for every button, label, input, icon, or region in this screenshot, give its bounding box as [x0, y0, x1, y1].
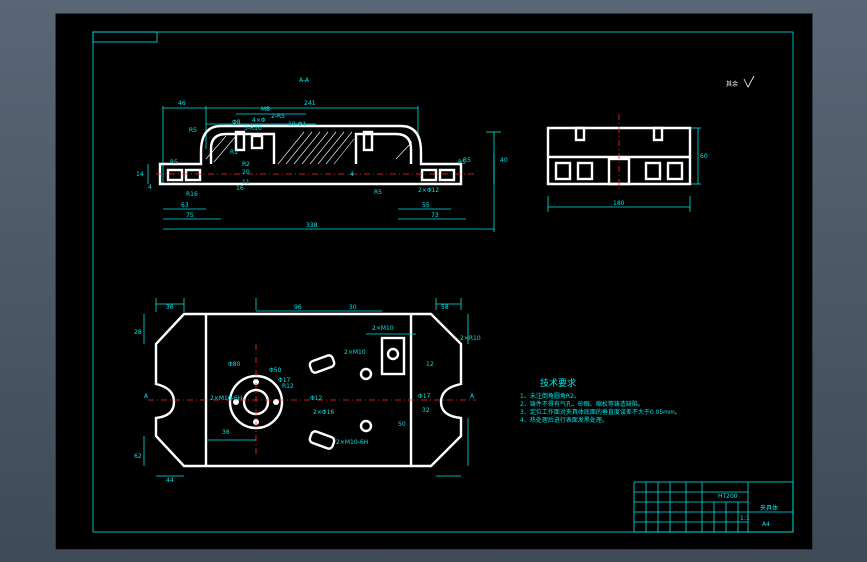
svg-text:R5: R5 — [170, 159, 178, 166]
svg-text:Φ17: Φ17 — [278, 377, 291, 384]
frame-label-box — [92, 31, 158, 43]
svg-text:R5: R5 — [463, 157, 471, 164]
upper-dimension-lines — [147, 106, 501, 232]
svg-text:2×R10: 2×R10 — [460, 335, 481, 342]
svg-text:A: A — [470, 393, 475, 400]
svg-text:4×Φ: 4×Φ — [252, 117, 266, 124]
tech-req-title: 技术要求 — [540, 377, 576, 389]
upper-dim-texts: 46 241 R5 M8 2-R5 Φ8 10-Φ1 3-R10 4×Φ R1 … — [136, 100, 508, 229]
svg-text:4: 4 — [350, 171, 354, 178]
svg-text:A: A — [144, 393, 149, 400]
svg-text:50: 50 — [398, 421, 406, 428]
svg-text:Φ12: Φ12 — [310, 395, 323, 402]
svg-text:Φ80: Φ80 — [228, 361, 241, 368]
plan-dim-texts: 36 96 30 58 2×M10 Φ80 Φ50 Φ17 R12 2×M10 … — [134, 304, 481, 484]
svg-text:2×Φ12: 2×Φ12 — [418, 187, 439, 194]
tech-req-item: 2、铸件不得有气孔、砂眼、缩松等铸造缺陷。 — [520, 400, 644, 408]
plan-view — [148, 312, 476, 468]
svg-text:M8: M8 — [261, 106, 270, 113]
tech-req-item: 3、定位工作面对夹具体底面的垂直度误差不大于0.05mm。 — [520, 408, 681, 416]
svg-text:R5: R5 — [374, 189, 382, 196]
svg-text:R2: R2 — [242, 161, 250, 168]
upper-hatching — [205, 131, 413, 165]
title-block: HT200 夹具体 1:1 A4 — [633, 481, 794, 533]
svg-text:Φ8: Φ8 — [232, 119, 241, 126]
svg-text:180: 180 — [613, 200, 625, 207]
svg-text:63: 63 — [181, 202, 189, 209]
scale: 1:1 — [740, 515, 750, 522]
svg-text:R16: R16 — [186, 191, 198, 198]
svg-text:75: 75 — [186, 212, 194, 219]
svg-text:R12: R12 — [282, 383, 294, 390]
svg-text:2×M10: 2×M10 — [344, 349, 366, 356]
svg-text:36: 36 — [166, 304, 174, 311]
svg-text:55: 55 — [422, 202, 430, 209]
svg-text:R5: R5 — [189, 127, 197, 134]
plan-dimension-lines — [143, 298, 469, 477]
svg-text:R5: R5 — [458, 159, 466, 166]
svg-text:96: 96 — [294, 304, 302, 311]
svg-text:2×M10-6H: 2×M10-6H — [336, 439, 368, 446]
svg-text:2-R5: 2-R5 — [271, 113, 285, 120]
svg-text:62: 62 — [134, 453, 142, 460]
svg-text:12: 12 — [426, 361, 434, 368]
svg-text:14: 14 — [136, 171, 144, 178]
side-view: 180 60 — [546, 114, 708, 212]
svg-text:44: 44 — [166, 477, 174, 484]
material: HT200 — [718, 493, 738, 500]
tech-req-item: 4、热处理后进行表面发黑处理。 — [520, 416, 608, 424]
svg-text:30: 30 — [349, 304, 357, 311]
drawing-canvas: A-A — [92, 31, 794, 533]
svg-text:11: 11 — [242, 179, 250, 186]
upper-part-outline — [158, 124, 463, 186]
svg-text:16: 16 — [236, 185, 244, 192]
svg-text:73: 73 — [431, 212, 439, 219]
svg-text:58: 58 — [441, 304, 449, 311]
svg-text:60: 60 — [700, 153, 708, 160]
tech-requirements: 技术要求 1、未注倒角圆角R2。 2、铸件不得有气孔、砂眼、缩松等铸造缺陷。 3… — [520, 377, 681, 424]
svg-text:Φ17: Φ17 — [418, 393, 431, 400]
svg-text:R1: R1 — [230, 149, 238, 156]
svg-text:2×Φ16: 2×Φ16 — [313, 409, 334, 416]
section-label: A-A — [299, 77, 310, 84]
svg-text:2×M10-6H: 2×M10-6H — [210, 395, 242, 402]
svg-text:32: 32 — [422, 407, 430, 414]
roughness-note: 其余 — [726, 80, 738, 88]
svg-text:4: 4 — [148, 184, 152, 191]
svg-text:3-R10: 3-R10 — [244, 125, 262, 132]
drawing-sheet: A-A — [55, 13, 813, 550]
svg-text:Φ50: Φ50 — [269, 367, 282, 374]
tech-req-item: 1、未注倒角圆角R2。 — [520, 392, 580, 400]
svg-text:10-Φ1: 10-Φ1 — [288, 121, 307, 128]
sheet-size: A4 — [762, 521, 770, 528]
svg-text:46: 46 — [178, 100, 186, 107]
svg-text:338: 338 — [306, 222, 318, 229]
part-name: 夹具体 — [760, 504, 778, 512]
svg-text:20: 20 — [242, 169, 250, 176]
svg-text:2×M10: 2×M10 — [372, 325, 394, 332]
svg-text:40: 40 — [500, 157, 508, 164]
roughness-symbol — [743, 75, 755, 88]
svg-text:36: 36 — [222, 429, 230, 436]
inner-frame — [92, 31, 794, 533]
svg-text:241: 241 — [304, 100, 316, 107]
svg-text:28: 28 — [134, 329, 142, 336]
